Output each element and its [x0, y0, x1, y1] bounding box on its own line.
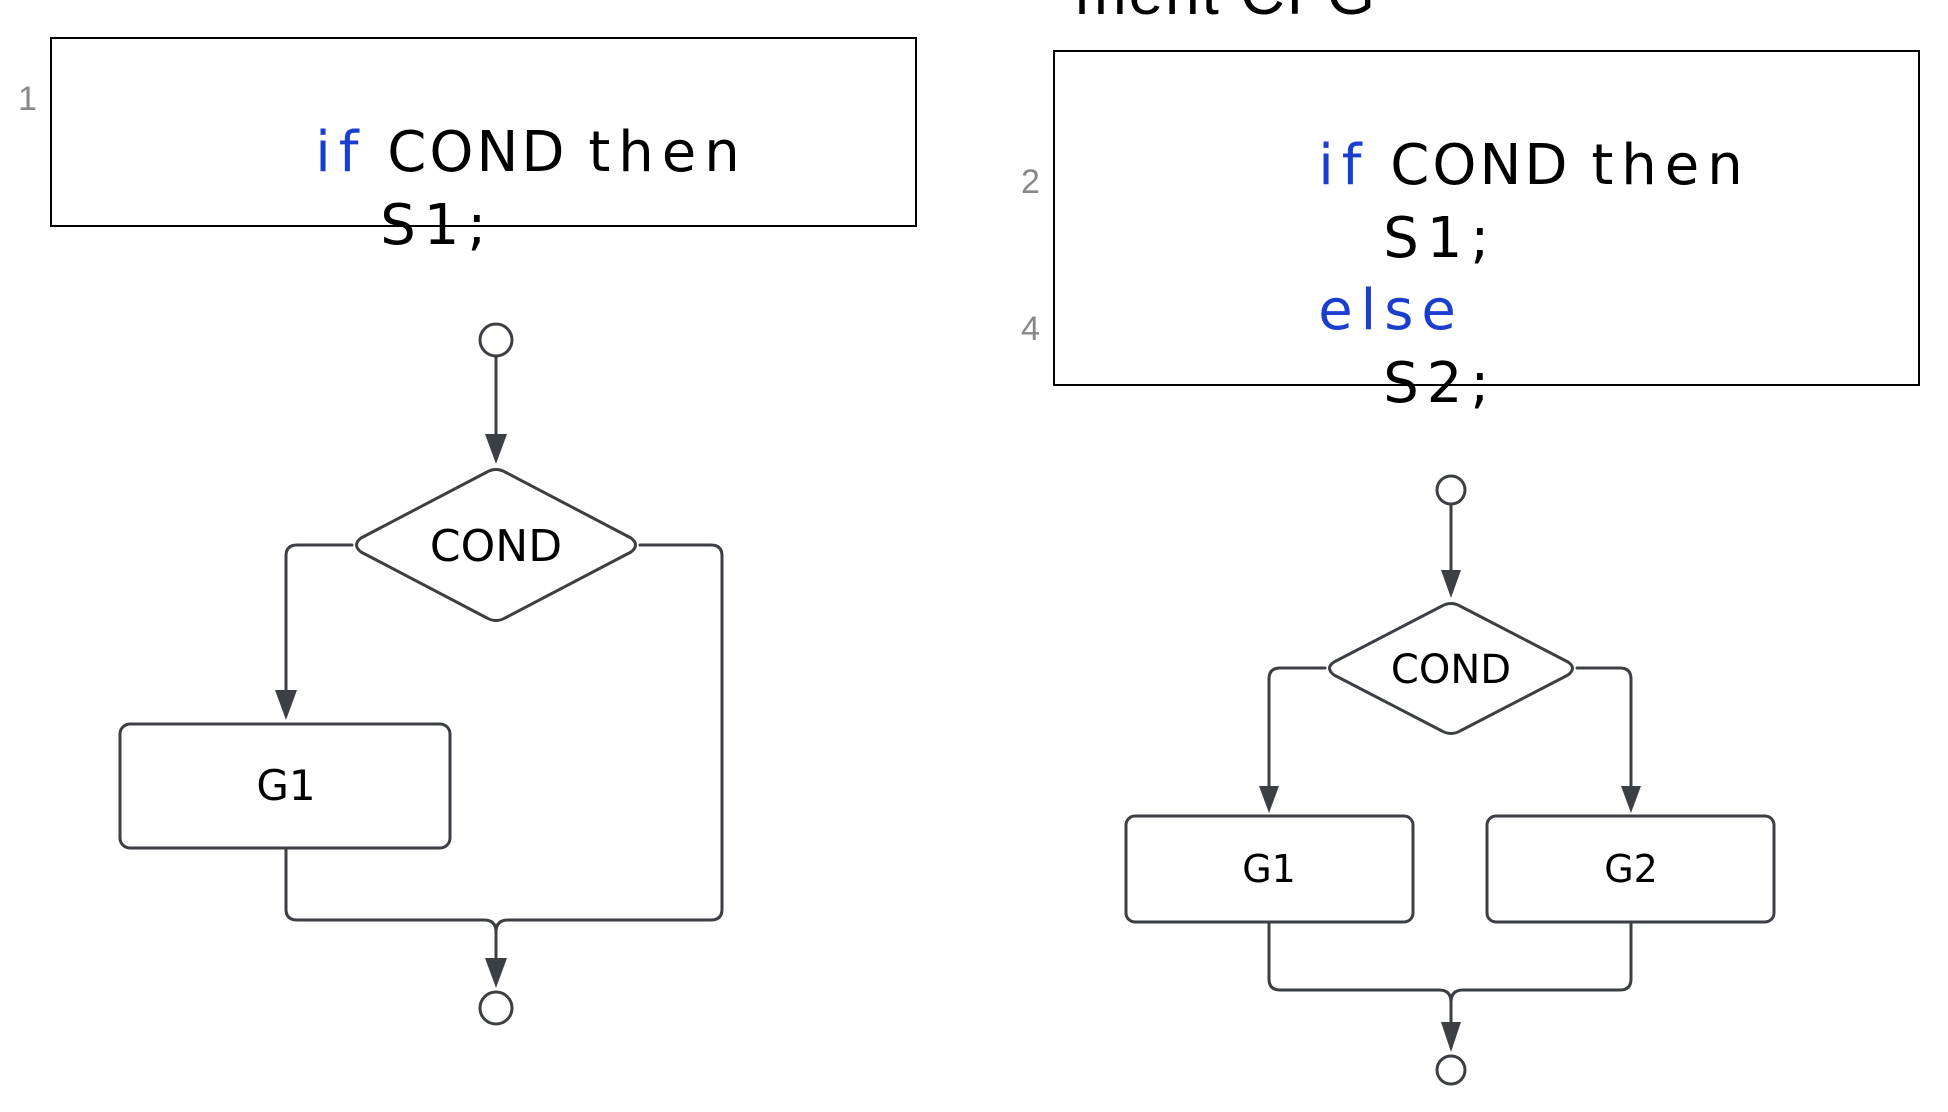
code-stmt-s1: S1; [1383, 206, 1498, 271]
section-header-fragment: ment CFG [1075, 0, 1377, 29]
cond-diamond [1328, 602, 1574, 735]
code-line-if: if COND then [1235, 82, 1751, 250]
code-line-if: if COND then [232, 69, 748, 237]
arrowhead [1441, 1022, 1461, 1052]
cond-diamond [355, 468, 637, 622]
keyword-if: if [1318, 133, 1370, 198]
edge-g2-merge [1449, 920, 1633, 1004]
start-node [1435, 474, 1467, 506]
code-stmt-s2: S2; [1383, 351, 1498, 416]
keyword-if: if [315, 120, 367, 185]
arrowhead [485, 958, 507, 988]
line-number: 1 [18, 80, 37, 118]
arrowhead [1621, 786, 1641, 813]
cond-label: COND [1391, 647, 1511, 693]
cond-label: COND [430, 521, 562, 572]
start-node [478, 322, 514, 358]
g1-label: G1 [256, 761, 315, 810]
arrowhead [1259, 786, 1279, 813]
keyword-then: then [1591, 133, 1751, 198]
code-stmt-s1: S1; [380, 193, 495, 258]
edge-cond-g2 [1575, 666, 1633, 790]
code-line-s2: S2; [1300, 300, 1497, 468]
edge-cond-g1 [284, 543, 354, 694]
arrowhead [485, 434, 507, 464]
code-line-s1: S1; [1300, 155, 1497, 323]
keyword-then: then [588, 120, 748, 185]
code-line-else: else [1235, 227, 1464, 395]
edge-g1-merge [1267, 920, 1453, 1026]
code-block-if-then: if COND then S1; [50, 37, 917, 254]
arrowhead [275, 690, 297, 720]
code-block-if-then-else: if COND then S1; else S2; [1053, 50, 1920, 412]
code-cond: COND [387, 120, 568, 185]
left-flowchart [118, 322, 724, 1026]
keyword-else: else [1318, 278, 1464, 343]
g2-label: G2 [1604, 847, 1658, 891]
line-number: 4 [1021, 310, 1040, 348]
end-node [1435, 1054, 1467, 1086]
code-line-s1: S1; [297, 142, 494, 310]
right-flowchart [1124, 474, 1776, 1086]
line-number: 2 [1021, 163, 1040, 201]
edge-g1-merge [284, 846, 498, 962]
edge-cond-bypass [494, 543, 724, 934]
g1-label: G1 [1242, 847, 1296, 891]
arrowhead [1441, 570, 1461, 598]
code-cond: COND [1390, 133, 1571, 198]
end-node [478, 990, 514, 1026]
edge-cond-g1 [1267, 666, 1327, 790]
